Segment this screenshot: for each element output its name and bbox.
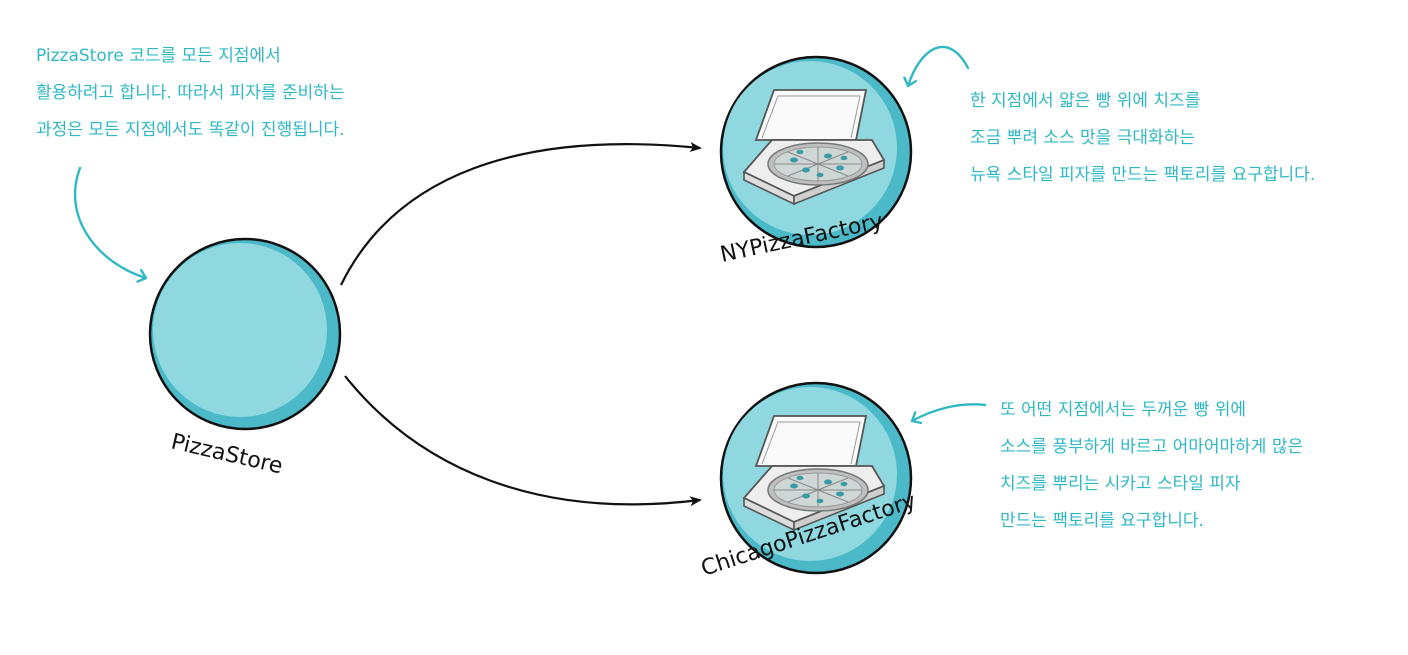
- pizza-store-circle: [153, 243, 327, 417]
- chicago-pizza-factory-node[interactable]: [719, 381, 913, 575]
- note-arrow-store: [73, 166, 148, 278]
- ny-pizza-factory-node[interactable]: [719, 55, 913, 249]
- note-line: PizzaStore 코드를 모든 지점에서: [36, 46, 281, 66]
- note-line: 만드는 팩토리를 요구합니다.: [1000, 511, 1204, 531]
- note-line: 뉴욕 스타일 피자를 만드는 팩토리를 요구합니다.: [970, 165, 1316, 185]
- pizza-store-label: PizzaStore: [169, 429, 285, 479]
- note-line: 활용하려고 합니다. 따라서 피자를 준비하는: [36, 83, 345, 103]
- note-arrow-chicago: [910, 403, 987, 421]
- pizza-store-node[interactable]: [148, 237, 342, 431]
- note-ny-factory: 한 지점에서 얇은 빵 위에 치즈를 조금 뿌려 소스 맛을 극대화하는 뉴욕 …: [970, 83, 1315, 194]
- note-line: 조금 뿌려 소스 맛을 극대화하는: [970, 128, 1195, 148]
- note-arrow-ny: [908, 45, 970, 88]
- note-line: 치즈를 뿌리는 시카고 스타일 피자: [1000, 474, 1241, 494]
- note-pizza-store: PizzaStore 코드를 모든 지점에서 활용하려고 합니다. 따라서 피자…: [36, 38, 345, 149]
- note-chicago-factory: 또 어떤 지점에서는 두꺼운 빵 위에 소스를 풍부하게 바르고 어마어마하게 …: [1000, 392, 1303, 540]
- arrow-to-ny: [340, 142, 702, 286]
- note-line: 과정은 모든 지점에서도 똑같이 진행됩니다.: [36, 120, 345, 140]
- arrow-to-chicago: [344, 375, 702, 507]
- note-line: 한 지점에서 얇은 빵 위에 치즈를: [970, 91, 1201, 111]
- note-line: 또 어떤 지점에서는 두꺼운 빵 위에: [1000, 400, 1246, 420]
- note-line: 소스를 풍부하게 바르고 어마어마하게 많은: [1000, 437, 1304, 457]
